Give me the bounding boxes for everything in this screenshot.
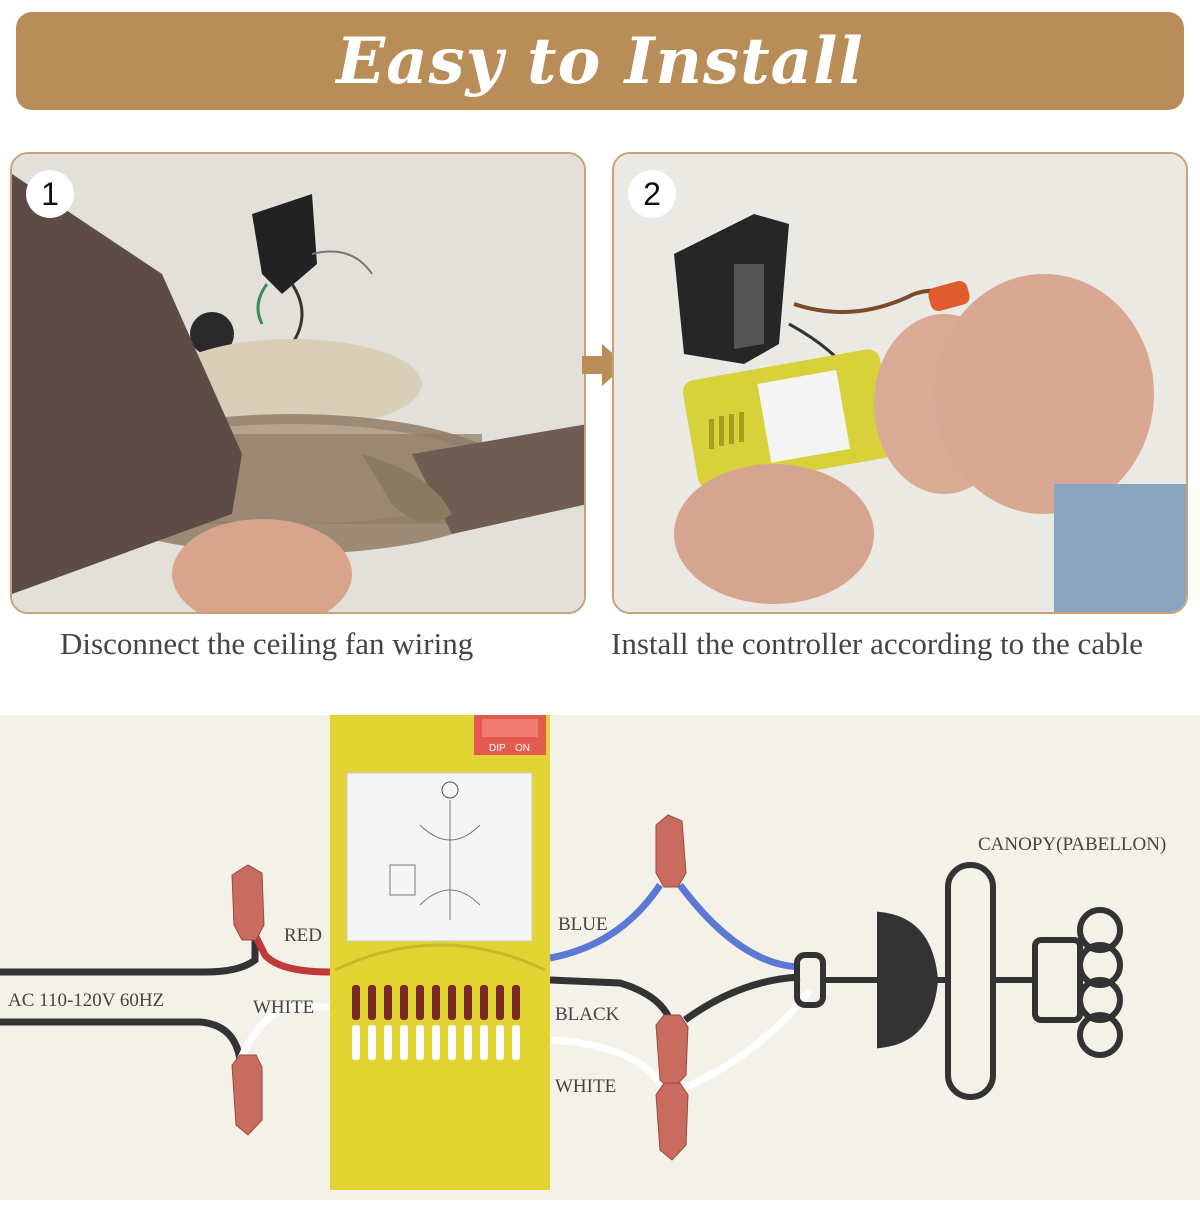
output-blue-wire [549, 883, 663, 962]
arrow-right-icon [582, 344, 626, 386]
dip-label: DIP [489, 743, 506, 754]
wire-nut-icon [655, 1014, 689, 1091]
wire-nut-icon [655, 814, 687, 888]
step-1-photo: 1 [10, 152, 586, 614]
step-2-caption: Install the controller according to the … [611, 626, 1143, 661]
output-white-wire [549, 1036, 669, 1092]
controller-icon [330, 715, 550, 1190]
input-white-label: WHITE [253, 997, 314, 1018]
input-black-wire-2 [0, 1018, 244, 1061]
wiring-diagram: ON DIP AC 110-120V 60HZ RED WHITE BLUE B… [0, 715, 1200, 1200]
wire-nut-icon [231, 864, 265, 941]
output-blue-label: BLUE [558, 914, 608, 935]
step-1-badge: 1 [26, 170, 74, 218]
power-label: AC 110-120V 60HZ [8, 990, 164, 1011]
canopy-label: CANOPY(PABELLON) [978, 834, 1166, 855]
output-blue-wire-2 [677, 882, 801, 971]
output-white-wire-2 [678, 987, 813, 1094]
input-red-label: RED [284, 925, 322, 946]
wire-nut-icon [655, 1082, 689, 1161]
output-black-label: BLACK [555, 1004, 620, 1025]
step-1-caption: Disconnect the ceiling fan wiring [60, 626, 474, 661]
output-white-label: WHITE [555, 1076, 616, 1097]
dip-on-label: ON [515, 743, 530, 754]
input-black-wire [0, 935, 259, 976]
output-black-wire-2 [682, 973, 801, 1023]
canopy-icon [794, 862, 1123, 1100]
title-banner: Easy to Install [16, 12, 1184, 110]
input-white-wire [236, 1003, 330, 1062]
step-2-badge: 2 [628, 170, 676, 218]
page-title: Easy to Install [336, 23, 864, 99]
wire-nut-icon [231, 1054, 263, 1136]
input-red-wire [251, 933, 331, 976]
step-2-photo: 2 [612, 152, 1188, 614]
